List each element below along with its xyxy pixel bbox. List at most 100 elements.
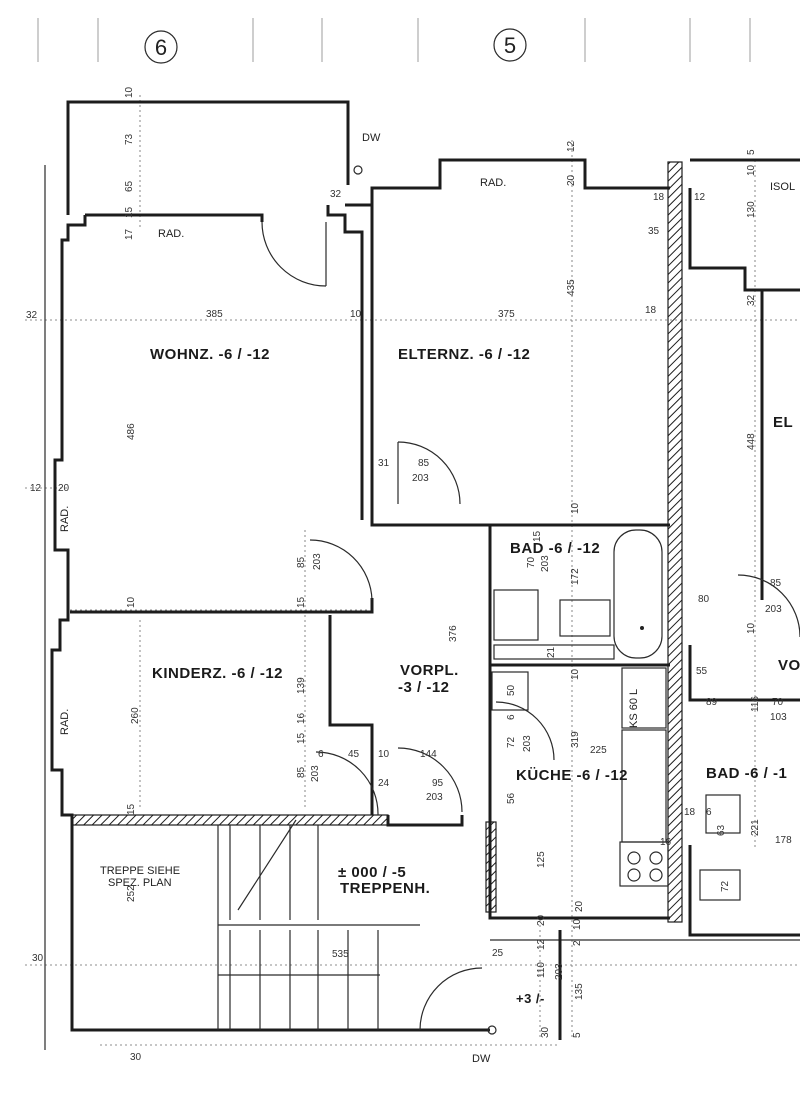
svg-text:103: 103 [770, 712, 787, 723]
svg-text:15: 15 [296, 596, 307, 608]
svg-text:203: 203 [765, 604, 782, 615]
svg-text:376: 376 [448, 625, 459, 642]
axis-marker-6: 6 [144, 30, 178, 64]
svg-text:10: 10 [570, 502, 581, 514]
svg-text:535: 535 [332, 949, 349, 960]
svg-text:15: 15 [532, 530, 543, 542]
grid-lines [37, 18, 751, 62]
svg-text:30: 30 [540, 1026, 551, 1038]
room-kinderzimmer: KINDERZ. -6 / -12 [152, 665, 283, 682]
svg-text:10: 10 [570, 668, 581, 680]
dimension-numbers: 10 73 65 15 17 32 12 20 5 10 130 12 18 3… [26, 86, 792, 1063]
room-bad-right: BAD -6 / -1 [706, 765, 787, 782]
label-stair-note: TREPPE SIEHE [100, 865, 180, 877]
door-swings [261, 221, 800, 1031]
room-partial-vo: VO [778, 657, 800, 674]
svg-text:20: 20 [574, 900, 585, 912]
label-dw-bottom: DW [472, 1053, 491, 1065]
svg-text:85: 85 [296, 556, 307, 568]
svg-text:73: 73 [124, 133, 135, 145]
svg-text:16: 16 [296, 712, 307, 724]
svg-text:20: 20 [566, 174, 577, 186]
svg-text:221: 221 [750, 819, 761, 836]
svg-text:45: 45 [348, 749, 360, 760]
svg-text:95: 95 [432, 778, 444, 789]
svg-text:72: 72 [506, 736, 517, 748]
svg-text:30: 30 [32, 953, 44, 964]
svg-text:70: 70 [526, 556, 537, 568]
svg-text:203: 203 [310, 765, 321, 782]
svg-text:6: 6 [706, 807, 712, 818]
svg-text:203: 203 [426, 792, 443, 803]
svg-text:172: 172 [570, 568, 581, 585]
svg-text:32: 32 [746, 294, 757, 306]
svg-text:319: 319 [570, 731, 581, 748]
svg-text:89: 89 [706, 697, 718, 708]
svg-text:6: 6 [318, 749, 324, 760]
label-isol: ISOL [770, 181, 795, 193]
svg-text:178: 178 [775, 835, 792, 846]
svg-text:10: 10 [126, 596, 137, 608]
svg-text:31: 31 [378, 458, 390, 469]
svg-text:15: 15 [126, 803, 137, 815]
axis-marker-5: 5 [493, 28, 527, 62]
axis-label: 5 [504, 33, 516, 58]
svg-text:110: 110 [536, 962, 547, 978]
svg-text:20: 20 [58, 483, 70, 494]
svg-text:85: 85 [418, 458, 430, 469]
svg-text:144: 144 [420, 749, 437, 760]
svg-text:18: 18 [684, 807, 696, 818]
svg-text:24: 24 [378, 778, 390, 789]
svg-text:203: 203 [312, 553, 323, 570]
svg-text:65: 65 [124, 180, 135, 192]
svg-text:116: 116 [750, 696, 761, 712]
svg-text:63: 63 [716, 824, 727, 836]
svg-text:16: 16 [660, 837, 672, 848]
label-radiator: RAD. [480, 177, 506, 189]
svg-text:35: 35 [648, 226, 660, 237]
svg-text:70: 70 [772, 697, 784, 708]
svg-text:10: 10 [378, 749, 390, 760]
svg-text:203: 203 [412, 473, 429, 484]
room-wohnzimmer: WOHNZ. -6 / -12 [150, 346, 270, 363]
svg-text:12: 12 [566, 140, 577, 152]
svg-text:203: 203 [554, 963, 565, 980]
svg-text:139: 139 [296, 677, 307, 694]
svg-text:252: 252 [126, 885, 137, 902]
room-labels: WOHNZ. -6 / -12 ELTERNZ. -6 / -12 KINDER… [150, 181, 800, 897]
svg-text:18: 18 [653, 192, 665, 203]
room-treppenhaus: TREPPENH. [340, 880, 430, 897]
svg-text:385: 385 [206, 309, 223, 320]
svg-text:125: 125 [536, 851, 547, 868]
svg-text:17: 17 [124, 228, 135, 240]
svg-text:15: 15 [296, 732, 307, 744]
axis-label: 6 [155, 35, 167, 60]
dimension-lines [25, 95, 800, 1046]
svg-text:225: 225 [590, 745, 607, 756]
svg-text:18: 18 [645, 305, 657, 316]
svg-text:85: 85 [296, 766, 307, 778]
label-stair-note: SPEZ. PLAN [108, 877, 172, 889]
svg-text:21: 21 [546, 646, 557, 658]
label-fridge: KS 60 L [628, 689, 640, 728]
svg-text:2: 2 [572, 940, 583, 946]
label-dw-top: DW [362, 132, 381, 144]
room-kueche: KÜCHE -6 / -12 [516, 767, 628, 784]
svg-text:375: 375 [498, 309, 515, 320]
svg-text:260: 260 [130, 707, 141, 724]
annotation-labels: DW DW RAD. RAD. RAD. RAD. TREPPE SIEHE S… [59, 132, 640, 1065]
label-radiator: RAD. [158, 228, 184, 240]
svg-text:448: 448 [746, 433, 757, 450]
svg-text:32: 32 [26, 310, 38, 321]
svg-text:50: 50 [506, 684, 517, 696]
svg-text:12: 12 [694, 192, 706, 203]
svg-text:6: 6 [506, 714, 517, 720]
svg-text:32: 32 [330, 189, 342, 200]
stair-treads [217, 819, 420, 1030]
svg-text:72: 72 [720, 880, 731, 892]
label-level-small: +3 /- [516, 991, 545, 1006]
svg-text:135: 135 [574, 983, 585, 1000]
room-treppenhaus-level: ± 000 / -5 [338, 864, 406, 881]
svg-text:30: 30 [130, 1052, 142, 1063]
